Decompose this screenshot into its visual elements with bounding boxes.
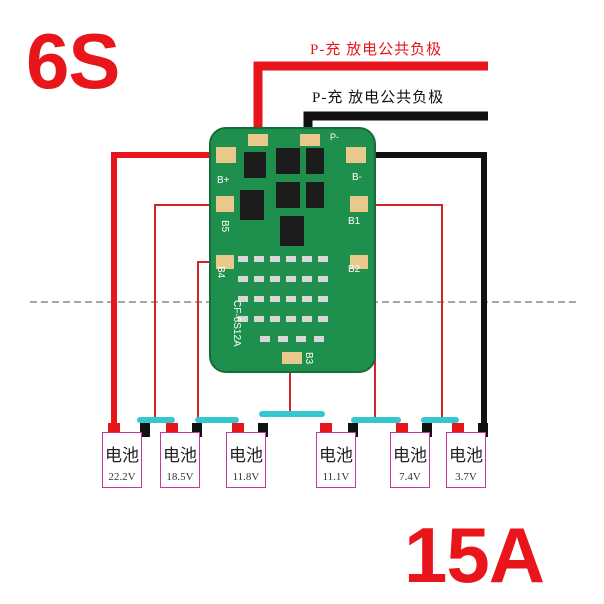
balance-lead-b5 bbox=[154, 204, 218, 420]
battery-cell-5: 电池 7.4V bbox=[390, 432, 430, 488]
battery-cell-1: 电池 22.2V bbox=[102, 432, 142, 488]
p-minus-label-red: P-充 放电公共负极 bbox=[310, 42, 443, 58]
cell-name: 电池 bbox=[449, 446, 483, 465]
p-minus-label-black: P-充 放电公共负极 bbox=[312, 90, 445, 106]
series-count-title: 6S bbox=[26, 17, 120, 105]
battery-cell-6: 电池 3.7V bbox=[446, 432, 486, 488]
cell-voltage: 11.1V bbox=[322, 471, 350, 483]
cell-name: 电池 bbox=[393, 446, 427, 465]
bms-board: B+ B5 B4 B3 B2 B1 B- P- CF-6S12A bbox=[209, 127, 376, 373]
pad-label-bplus: B+ bbox=[217, 175, 230, 186]
b-minus-wire bbox=[360, 152, 487, 432]
pad-label-b2: B2 bbox=[348, 264, 361, 275]
cell-voltage: 3.7V bbox=[455, 471, 477, 483]
cell-voltage: 18.5V bbox=[166, 471, 194, 483]
cell-voltage: 11.8V bbox=[232, 471, 260, 483]
battery-cell-4: 电池 11.1V bbox=[316, 432, 356, 488]
pad-label-b4: B4 bbox=[215, 266, 226, 279]
p-minus-red-wire bbox=[253, 61, 488, 150]
cell-name: 电池 bbox=[319, 446, 353, 465]
cell-name: 电池 bbox=[229, 446, 263, 465]
board-model-text: CF-6S12A bbox=[231, 300, 242, 347]
battery-cell-2: 电池 18.5V bbox=[160, 432, 200, 488]
pad-label-bminus: B- bbox=[352, 172, 362, 183]
pad-label-pminus: P- bbox=[330, 132, 339, 142]
pad-label-b3: B3 bbox=[303, 352, 314, 365]
cell-voltage: 7.4V bbox=[399, 471, 421, 483]
cell-name: 电池 bbox=[163, 446, 197, 465]
series-links bbox=[137, 411, 459, 423]
balance-lead-b1 bbox=[362, 204, 443, 420]
pad-label-b1: B1 bbox=[348, 216, 361, 227]
battery-cell-3: 电池 11.8V bbox=[226, 432, 266, 488]
cell-name: 电池 bbox=[105, 446, 139, 465]
current-rating: 15A bbox=[404, 511, 545, 599]
b-plus-wire bbox=[111, 152, 226, 432]
pad-label-b5: B5 bbox=[219, 220, 230, 233]
cell-voltage: 22.2V bbox=[108, 471, 136, 483]
